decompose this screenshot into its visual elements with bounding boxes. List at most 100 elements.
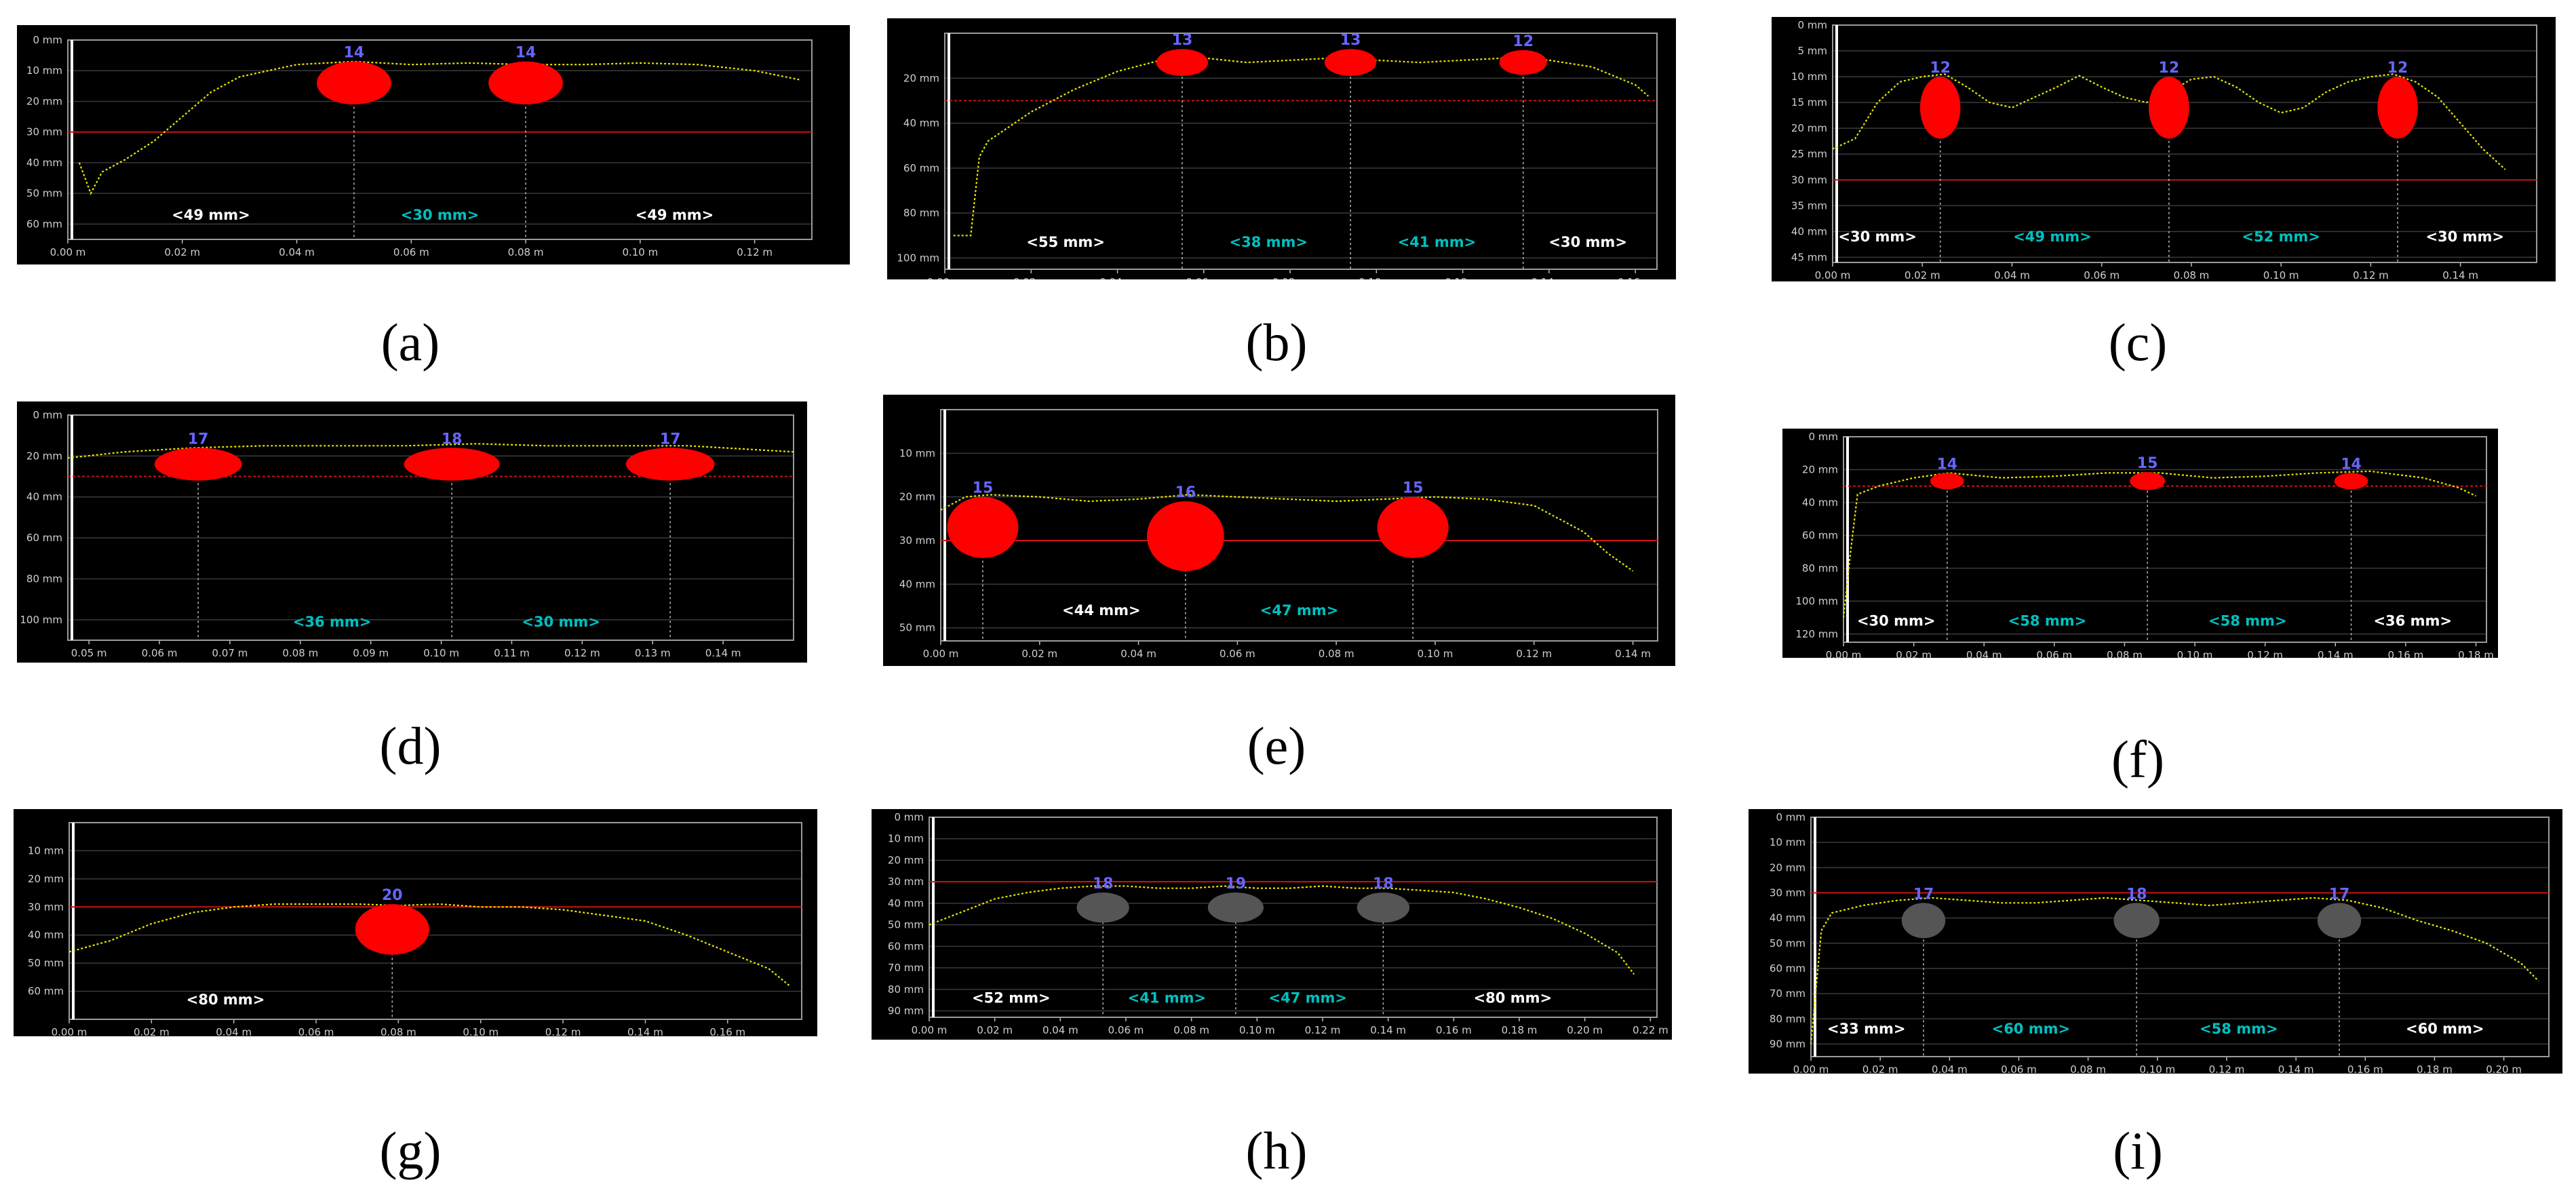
x-tick-label: 0.12 m xyxy=(1305,1024,1341,1036)
x-tick-label: 0.06 m xyxy=(1186,276,1222,279)
plot-frame xyxy=(929,817,1658,1018)
chart-background xyxy=(17,401,807,663)
defect-depth-label: 18 xyxy=(2126,886,2147,903)
x-tick-label: 0.10 m xyxy=(1418,648,1453,660)
x-tick-label: 0.02 m xyxy=(1021,648,1057,660)
x-tick-label: 0.14 m xyxy=(1615,648,1651,660)
x-tick-label: 0.12 m xyxy=(2209,1063,2245,1074)
x-tick-label: 0.16 m xyxy=(2347,1063,2383,1074)
chart-background xyxy=(1782,429,2498,658)
x-tick-label: 0.04 m xyxy=(1966,649,2002,658)
y-tick-label: 50 mm xyxy=(888,919,924,931)
plot-frame xyxy=(67,39,813,240)
chart-background xyxy=(17,25,850,264)
y-tick-label: 60 mm xyxy=(26,218,62,230)
x-tick-label: 0.00 m xyxy=(927,276,963,279)
x-tick-label: 0.00 m xyxy=(1793,1063,1829,1074)
defect-marker xyxy=(1076,892,1129,923)
x-tick-label: 0.12 m xyxy=(2353,269,2389,281)
y-tick-label: 0 mm xyxy=(894,811,924,823)
caption-h: (h) xyxy=(1245,1121,1308,1180)
defect-marker xyxy=(2317,903,2362,939)
defect-marker xyxy=(1377,496,1449,558)
y-tick-label: 30 mm xyxy=(1791,174,1827,186)
x-tick-label: 0.04 m xyxy=(1120,648,1156,660)
caption-f: (f) xyxy=(2111,730,2164,789)
y-tick-label: 20 mm xyxy=(899,491,935,503)
y-tick-label: 90 mm xyxy=(1770,1038,1806,1050)
x-tick-label: 0.04 m xyxy=(1042,1024,1078,1036)
x-tick-label: 0.12 m xyxy=(2247,649,2283,658)
distance-label: <60 mm> xyxy=(1992,1021,2071,1037)
x-tick-label: 0.08 m xyxy=(282,647,318,659)
x-tick-label: 0.04 m xyxy=(1994,269,2030,281)
x-tick-label: 0.20 m xyxy=(2486,1063,2522,1074)
chart-background xyxy=(1772,17,2556,281)
y-tick-label: 5 mm xyxy=(1797,45,1827,57)
y-tick-label: 0 mm xyxy=(33,409,62,421)
surface-profile-line xyxy=(78,60,801,195)
x-tick-label: 0.00 m xyxy=(50,246,86,258)
y-tick-label: 30 mm xyxy=(1770,886,1806,899)
distance-label: <60 mm> xyxy=(2406,1021,2484,1037)
y-tick-label: 50 mm xyxy=(28,957,64,969)
y-tick-label: 10 mm xyxy=(26,64,62,77)
y-tick-label: 25 mm xyxy=(1791,148,1827,160)
defect-marker xyxy=(2130,472,2165,490)
x-tick-label: 0.06 m xyxy=(1108,1024,1144,1036)
x-tick-label: 0.13 m xyxy=(635,647,671,659)
x-tick-label: 0.16 m xyxy=(709,1026,745,1036)
distance-label: <58 mm> xyxy=(2208,612,2287,629)
distance-label: <41 mm> xyxy=(1398,234,1477,250)
distance-label: <30 mm> xyxy=(1838,229,1917,245)
y-tick-label: 20 mm xyxy=(1770,861,1806,874)
surface-profile-line xyxy=(940,494,1634,572)
defect-marker xyxy=(2377,77,2418,139)
y-tick-label: 60 mm xyxy=(1802,529,1838,541)
y-tick-label: 20 mm xyxy=(888,854,924,866)
distance-label: <44 mm> xyxy=(1062,602,1141,619)
y-tick-label: 0 mm xyxy=(1797,19,1827,31)
x-tick-label: 0.06 m xyxy=(298,1026,334,1036)
y-tick-label: 20 mm xyxy=(26,450,62,462)
y-tick-label: 15 mm xyxy=(1791,96,1827,109)
surface-profile-line xyxy=(1842,470,2476,618)
defect-marker xyxy=(1156,49,1209,76)
x-tick-label: 0.12 m xyxy=(1445,276,1481,279)
defect-marker xyxy=(1207,892,1264,923)
y-tick-label: 30 mm xyxy=(28,901,64,913)
plot-frame xyxy=(940,409,1658,642)
defect-depth-label: 12 xyxy=(2387,60,2408,77)
x-tick-label: 0.07 m xyxy=(212,647,248,659)
x-tick-label: 0.20 m xyxy=(1567,1024,1603,1036)
defect-depth-label: 14 xyxy=(515,45,536,62)
x-tick-label: 0.08 m xyxy=(508,246,544,258)
y-tick-label: 100 mm xyxy=(897,252,939,264)
defect-depth-label: 17 xyxy=(2329,886,2350,903)
distance-label: <30 mm> xyxy=(2425,229,2504,245)
distance-label: <49 mm> xyxy=(172,207,250,223)
x-tick-label: 0.08 m xyxy=(380,1026,416,1036)
defect-depth-label: 18 xyxy=(1093,876,1114,892)
x-tick-label: 0.22 m xyxy=(1633,1024,1668,1036)
y-tick-label: 60 mm xyxy=(28,985,64,998)
y-tick-label: 35 mm xyxy=(1791,199,1827,212)
y-tick-label: 40 mm xyxy=(26,491,62,503)
y-tick-label: 10 mm xyxy=(28,844,64,857)
x-tick-label: 0.12 m xyxy=(545,1026,581,1036)
defect-marker xyxy=(625,448,715,481)
x-tick-label: 0.14 m xyxy=(705,647,741,659)
defect-marker xyxy=(488,61,563,104)
distance-label: <55 mm> xyxy=(1026,234,1105,250)
defect-marker xyxy=(2113,903,2160,939)
y-tick-label: 10 mm xyxy=(1770,836,1806,848)
